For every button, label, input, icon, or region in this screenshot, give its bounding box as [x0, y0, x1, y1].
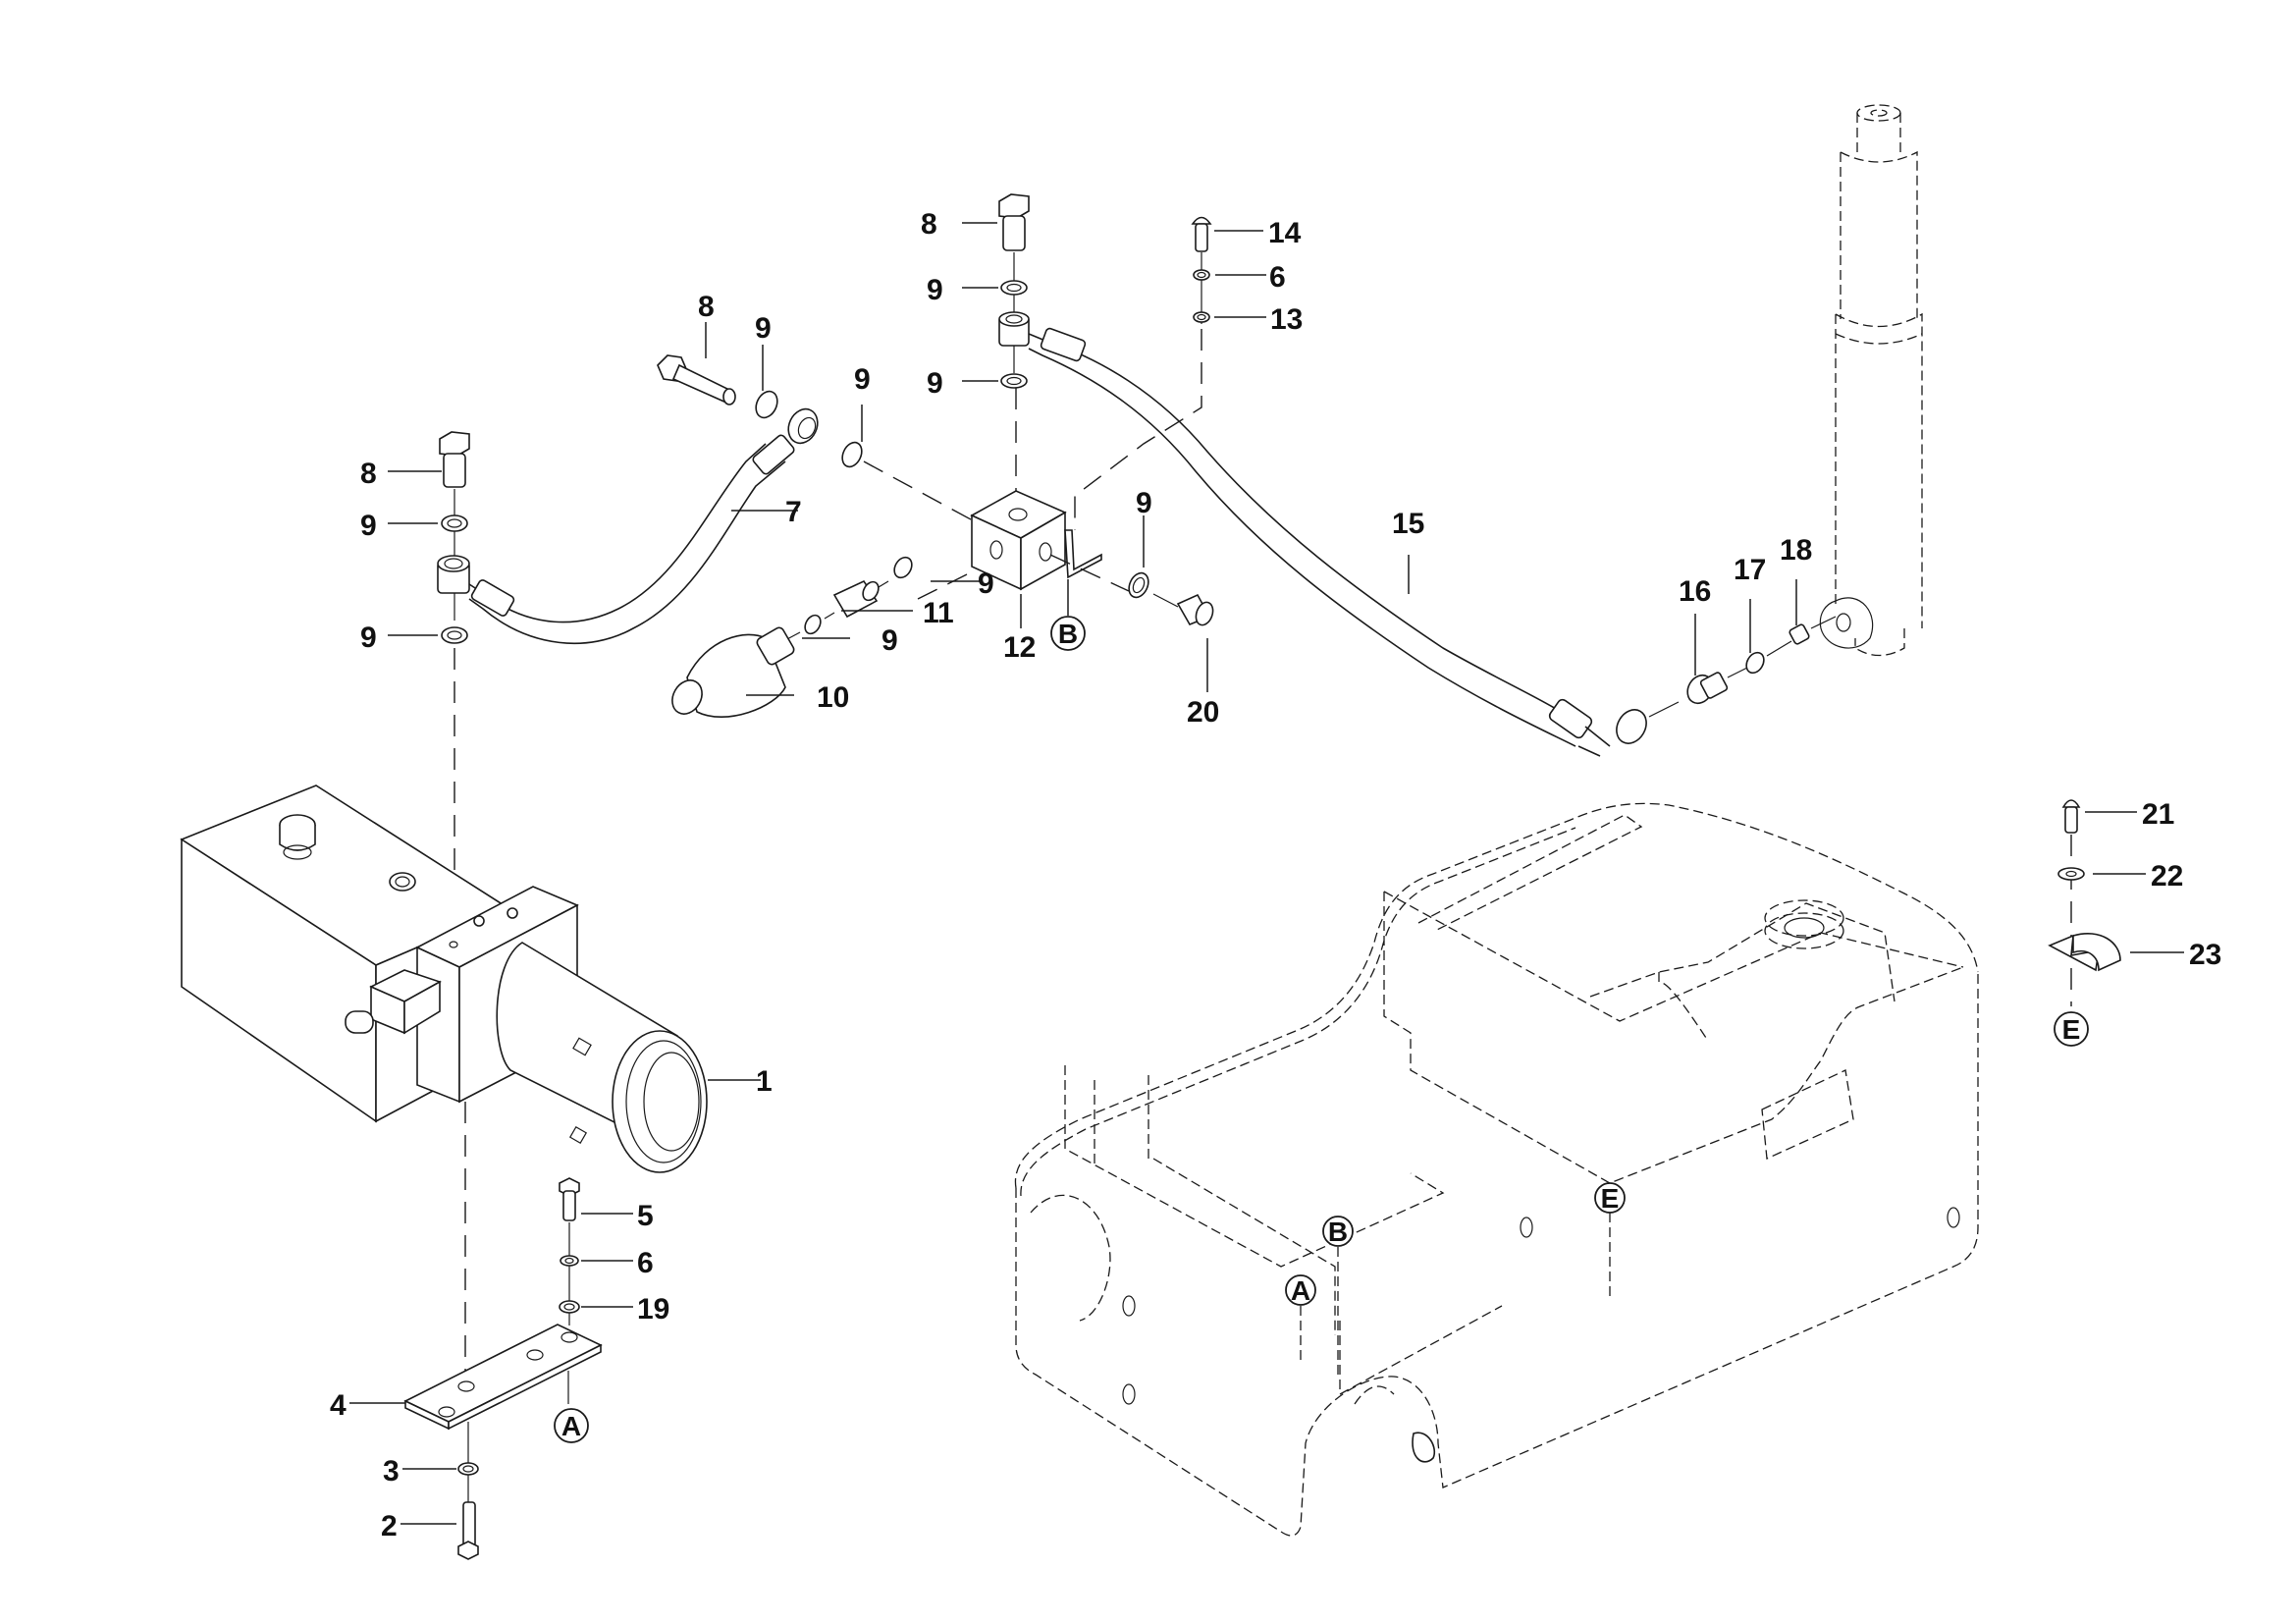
callout-3: 3: [383, 1455, 400, 1488]
callout-17: 17: [1734, 554, 1766, 586]
reference-marker-a: A: [554, 1408, 589, 1443]
svg-text:B: B: [1058, 619, 1078, 649]
hose-7: [437, 354, 983, 982]
callout-23: 23: [2189, 939, 2221, 971]
banjo-eye: [437, 555, 470, 594]
svg-text:A: A: [1291, 1275, 1310, 1306]
screw-14: [1191, 216, 1212, 252]
callout-13: 13: [1270, 303, 1303, 336]
svg-text:A: A: [561, 1411, 581, 1441]
callout-1: 1: [756, 1065, 773, 1098]
callout-9: 9: [360, 510, 377, 542]
callout-9: 9: [927, 367, 943, 400]
distribution-block-12: [970, 490, 1102, 591]
adapter-fitting-11: [832, 579, 880, 619]
reference-marker-e: E: [1594, 1182, 1626, 1214]
callout-8: 8: [921, 208, 937, 241]
washer-22: [2057, 867, 2085, 881]
banjo-bolt-8-top: [998, 193, 1030, 251]
svg-text:E: E: [1601, 1183, 1620, 1214]
fitting-16: [1686, 672, 1729, 705]
restrictor-18: [1789, 623, 1810, 645]
callout-9: 9: [360, 622, 377, 654]
mounting-plate-4: [403, 1324, 603, 1431]
callout-8: 8: [698, 291, 715, 323]
callout-10: 10: [817, 681, 849, 714]
banjo-bolt-8-left: [439, 431, 470, 488]
callout-8: 8: [360, 458, 377, 490]
callout-7: 7: [785, 496, 802, 528]
callout-6: 6: [1269, 261, 1286, 294]
bracket: [1064, 529, 1102, 579]
callout-4: 4: [330, 1389, 347, 1422]
hose-clamp-23: [2048, 933, 2121, 972]
callout-11: 11: [923, 597, 954, 629]
bolt-5: [559, 1177, 580, 1221]
callout-20: 20: [1187, 696, 1219, 729]
callout-6: 6: [637, 1247, 654, 1279]
callout-9: 9: [978, 568, 994, 600]
callout-5: 5: [637, 1200, 654, 1232]
reference-marker-b: B: [1050, 616, 1086, 651]
callout-18: 18: [1780, 534, 1812, 567]
callout-9: 9: [927, 274, 943, 306]
hose-15: [1028, 327, 1647, 757]
reference-marker-b: B: [1322, 1216, 1354, 1247]
svg-text:E: E: [2062, 1014, 2081, 1045]
callout-2: 2: [381, 1510, 398, 1542]
callout-16: 16: [1679, 575, 1711, 608]
reference-markers: A A B B E E: [554, 616, 2089, 1443]
callout-22: 22: [2151, 860, 2183, 893]
svg-text:B: B: [1328, 1217, 1348, 1247]
callout-9: 9: [854, 363, 871, 396]
callout-9: 9: [755, 312, 772, 345]
seal-ring-9: [441, 514, 468, 532]
screw-21: [2061, 799, 2081, 834]
callout-21: 21: [2142, 798, 2174, 831]
lift-cylinder: [1819, 104, 1923, 657]
callout-labels: 1 2 3 4 5 6 6 7 8 8 8 9 9 9 9 9 9 9 9 9 …: [330, 208, 2221, 1542]
reference-marker-a: A: [1285, 1274, 1316, 1306]
callout-12: 12: [1003, 631, 1036, 664]
banjo-bolt-8-upper: [657, 354, 736, 406]
callout-19: 19: [637, 1293, 669, 1325]
bolt-2: [457, 1501, 479, 1560]
chassis-frame: [1014, 802, 1979, 1537]
callout-9: 9: [1136, 487, 1152, 519]
callout-9: 9: [881, 624, 898, 657]
accumulator-10: [671, 626, 795, 718]
seal-ring-17: [1745, 651, 1765, 675]
callout-15: 15: [1392, 508, 1424, 540]
hydraulic-power-unit-1: [180, 784, 708, 1173]
callout-14: 14: [1268, 217, 1302, 249]
leader-lines: [349, 222, 2184, 1525]
plug-20: [1176, 593, 1214, 626]
reference-marker-e: E: [2054, 1011, 2089, 1047]
